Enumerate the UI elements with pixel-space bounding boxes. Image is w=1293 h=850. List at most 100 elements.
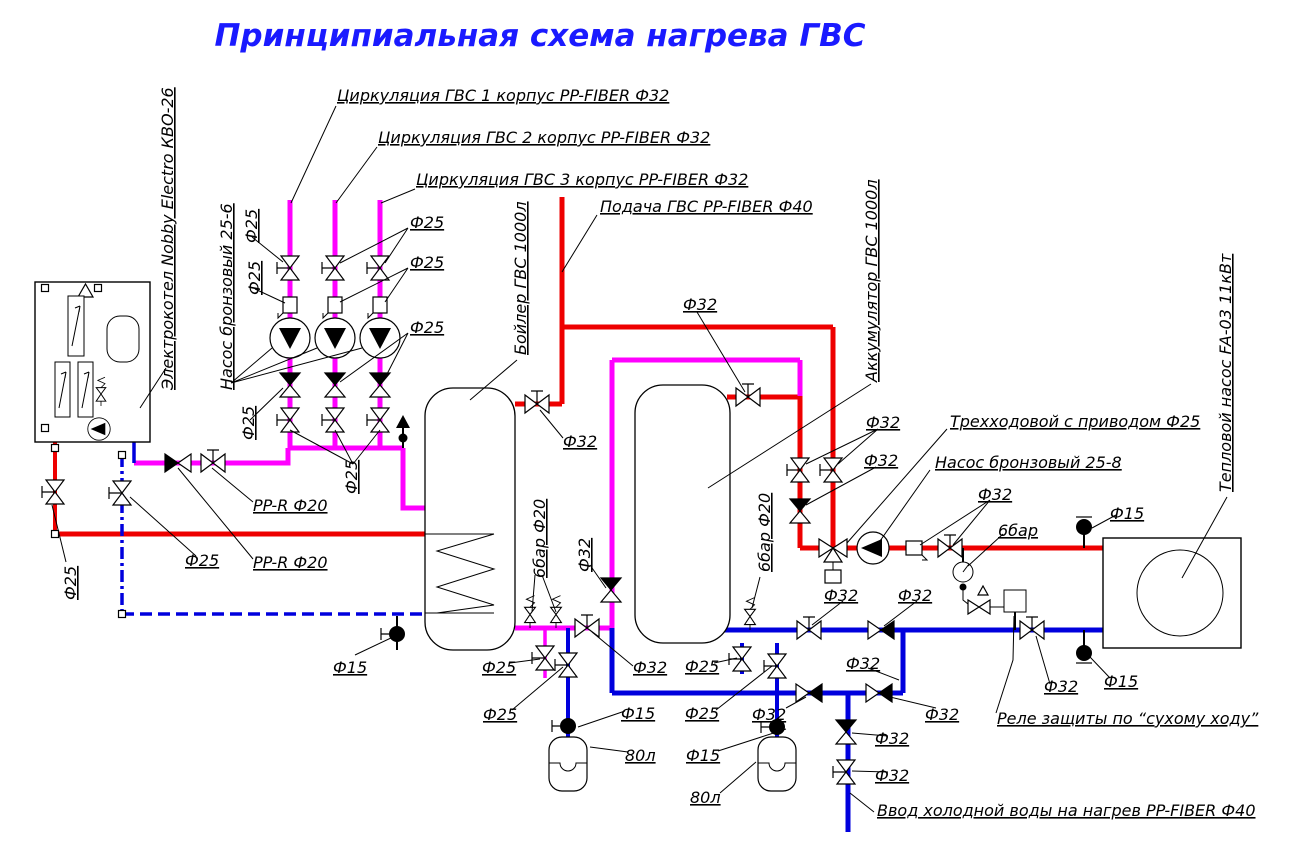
label-dn32: Ф32	[824, 586, 858, 605]
safety-valve-icon	[524, 595, 536, 629]
label-cold-water-inlet: Ввод холодной воды на нагрев PP-FIBER Ф4…	[877, 801, 1256, 820]
label-dn32: Ф32	[898, 586, 932, 605]
page-title: Принципиальная схема нагрева ГВС	[214, 18, 865, 54]
ball-valve-icon	[786, 457, 810, 483]
temp-sensor	[380, 616, 405, 650]
label-circulation-2: Циркуляция ГВС 2 корпус PP-FIBER Ф32	[378, 128, 710, 147]
ball-valve-icon	[321, 255, 345, 281]
label-ppr20: PP-R Ф20	[253, 496, 328, 515]
air-vent-icon	[395, 414, 411, 449]
label-dn32: Ф32	[864, 451, 898, 470]
ball-valve-icon	[763, 653, 787, 679]
heat-pump-body	[1102, 537, 1242, 649]
label-tank80: 80л	[690, 788, 721, 807]
label-dn25: Ф25	[685, 657, 719, 676]
label-dn15: Ф15	[686, 746, 720, 765]
leader-lines	[51, 105, 1228, 813]
label-dn32: Ф32	[1044, 677, 1078, 696]
label-dn15: Ф15	[333, 658, 367, 677]
label-dn25: Ф25	[245, 261, 264, 295]
label-dn25: Ф25	[410, 253, 444, 272]
ball-valve-icon	[1019, 616, 1045, 640]
ball-valve-icon	[531, 645, 555, 671]
label-ppr20: PP-R Ф20	[253, 553, 328, 572]
label-electric-boiler: Электрокотел Nobby Electro КВО-26	[158, 87, 177, 391]
label-three-way-valve: Трехходовой с приводом Ф25	[950, 412, 1200, 431]
label-charge-pump: Насос бронзовый 25-8	[935, 453, 1122, 472]
label-dn25: Ф25	[685, 704, 719, 723]
temp-sensor	[1076, 630, 1092, 664]
label-dn32: Ф32	[875, 766, 909, 785]
label-dn32: Ф32	[875, 729, 909, 748]
ball-valve-icon	[366, 407, 390, 433]
label-dn32: Ф32	[752, 705, 786, 724]
check-valve-icon	[865, 683, 893, 703]
label-dn25: Ф25	[342, 460, 361, 494]
ball-valve-icon	[366, 255, 390, 281]
check-valve-icon	[867, 620, 895, 640]
dry-run-relay	[967, 584, 1027, 630]
label-dn32: Ф32	[866, 413, 900, 432]
label-pressure: 6бар	[998, 521, 1038, 540]
label-dn25: Ф25	[483, 705, 517, 724]
label-dn32: Ф32	[563, 432, 597, 451]
label-dn32: Ф32	[925, 705, 959, 724]
label-dn25: Ф25	[239, 406, 258, 440]
label-dn25: Ф25	[482, 658, 516, 677]
label-heat-pump: Тепловой насос FA-03 11кВт	[1216, 253, 1235, 492]
label-dhw-boiler: Бойлер ГВС 1000л	[511, 201, 530, 355]
ball-valve-icon	[276, 407, 300, 433]
label-dn32: Ф32	[575, 538, 594, 572]
ball-valve-icon	[41, 479, 65, 505]
label-circulation-1: Циркуляция ГВС 1 корпус PP-FIBER Ф32	[337, 86, 669, 105]
label-relief20: 6бар Ф20	[755, 493, 774, 572]
ball-valve-icon	[524, 390, 550, 414]
ball-valve-icon	[735, 383, 761, 407]
left-symbols	[41, 449, 405, 650]
dimension-labels: Ф25 Ф25 Ф25 PP-R Ф20 Ф25 PP-R Ф20 Ф15 Ф3…	[61, 209, 1144, 807]
label-dn32: Ф32	[633, 658, 667, 677]
check-valve-icon	[789, 498, 811, 524]
label-circulation-3: Циркуляция ГВС 3 корпус PP-FIBER Ф32	[416, 170, 748, 189]
expansion-tank-80l	[757, 736, 797, 792]
expansion-tank-80l	[548, 736, 588, 792]
annotation-labels: Циркуляция ГВС 1 корпус PP-FIBER Ф32 Цир…	[158, 86, 1259, 820]
circulation-pump-icon	[269, 317, 311, 359]
heat-pump	[1102, 537, 1242, 649]
temp-sensor	[551, 717, 577, 735]
label-dn32: Ф32	[978, 485, 1012, 504]
circulation-pump-icon	[359, 317, 401, 359]
accumulator-tank	[634, 384, 731, 644]
label-relief20: 6бар Ф20	[530, 499, 549, 578]
label-dn25: Ф25	[61, 566, 80, 600]
ball-valve-icon	[554, 652, 578, 678]
check-valve-icon	[324, 372, 346, 398]
label-accumulator: Аккумулятор ГВС 1000л	[862, 179, 881, 383]
pressure-gauge	[952, 548, 974, 605]
check-valve-icon	[835, 719, 857, 745]
label-dn25: Ф25	[410, 213, 444, 232]
label-dn25: Ф25	[185, 551, 219, 570]
heat-pump-fan-icon	[1136, 549, 1224, 637]
ball-valve-icon	[574, 614, 600, 638]
boiler-pump-icon	[87, 417, 111, 441]
label-circulation-pump: Насос бронзовый 25-6	[217, 203, 236, 390]
charge-pump-icon	[856, 531, 890, 565]
cold-network-symbols	[795, 616, 1045, 785]
check-valve-icon	[600, 577, 622, 603]
ball-valve-icon	[108, 480, 132, 506]
ball-valve-icon	[819, 457, 843, 483]
check-valve-icon	[164, 453, 192, 473]
ball-valve-icon	[832, 759, 856, 785]
check-valve-icon	[369, 372, 391, 398]
heating-coil	[425, 533, 496, 614]
electric-boiler	[34, 281, 151, 443]
label-dn32: Ф32	[683, 295, 717, 314]
heat-pump-loop-symbols	[818, 516, 1092, 664]
ball-valve-icon	[321, 407, 345, 433]
label-dn25: Ф25	[410, 318, 444, 337]
circulation-pump-icon	[314, 317, 356, 359]
label-dn15: Ф15	[1104, 672, 1138, 691]
